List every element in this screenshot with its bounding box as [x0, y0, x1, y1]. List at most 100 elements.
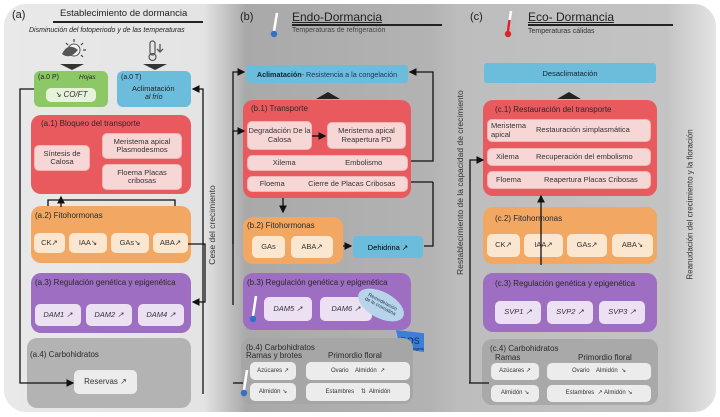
transport-block-title: (a.1) Bloqueo del transporte [41, 119, 141, 128]
cold-acclimation-line1: Aclimatación [132, 84, 175, 93]
section-b-label: (b) [240, 11, 254, 23]
photoperiod-code: (a.0 P) [38, 74, 60, 81]
connector-embolism-freeze [408, 68, 434, 162]
embolism-label: Embolismo [345, 157, 383, 167]
genetic-regulation-title-c: (c.3) Regulación genética y epigenética [495, 279, 636, 288]
carb-cell: Azúcares ↗ [250, 362, 296, 380]
hormone-cell: ABA↗ [291, 236, 333, 258]
carbohydrates-title-a: (a.4) Carbohidratos [30, 350, 99, 359]
embolism-recovery-label: Recuperación del embolismo [536, 151, 633, 161]
section-a-label: (a) [12, 9, 26, 21]
phytohormones-title-b: (b.2) Fitohormonas [247, 221, 315, 230]
carb-cell: Estambres ⇅ Almidón [306, 383, 410, 401]
connector-sugars-xylem [469, 156, 485, 383]
connector-to-acclimation [191, 85, 204, 394]
phloem-row: Floema Cierre de Placas Cribosas [247, 176, 408, 192]
photoperiod-box: (a.0 P) Hojas ↘ CO/FT [34, 71, 108, 107]
section-c-arrow [528, 24, 673, 26]
carbohydrates-title-c: (c.4) Carbohidratos [490, 344, 559, 353]
dehydrin-box: Dehidrina ↗ [353, 236, 423, 258]
connector-to-freeze [232, 68, 246, 305]
hormone-cell: GAs↘ [111, 233, 149, 253]
genetic-regulation-title-b: (b.3) Regulación genética y epigenética [247, 278, 388, 287]
carb-cell: Ovario Almidón ↗ [306, 362, 410, 380]
phloem-label-c: Floema [496, 174, 522, 184]
gene-cell: SVP1 ↗ [495, 301, 541, 324]
carbohydrates-panel-a: (a.4) Carbohidratos Reservas ↗ [27, 338, 191, 408]
carb-cell: Azúcares ↗ [491, 363, 539, 380]
section-c-label: (c) [470, 11, 483, 23]
phytohormones-title-a: (a.2) Fitohormonas [35, 211, 103, 220]
gene-cell: DAM4 ↗ [138, 304, 184, 326]
section-b-arrow [292, 24, 442, 26]
freeze-resistance-label: - Resistencia a la congelación [301, 69, 398, 79]
transport-block-panel: (a.1) Bloqueo del transporte Síntesis de… [31, 115, 191, 194]
transport-restoration-panel: (c.1) Restauración del transporte Merist… [483, 100, 657, 196]
section-b-subtitle: Temperaturas de refrigeración [292, 27, 386, 34]
hormone-cell: ABA↘ [612, 234, 653, 257]
xylem-row-c: Xilema Recuperación del embolismo [487, 148, 651, 166]
thermometer-warm-icon [503, 10, 515, 38]
section-b-title: Endo-Dormancia [292, 10, 383, 24]
transport-title-b: (b.1) Transporte [251, 104, 308, 113]
carb-cell: Almidón ↘ [491, 385, 539, 402]
arrow-down-icon [143, 64, 167, 70]
gene-cell: DAM2 ↗ [86, 304, 132, 326]
hormone-cell: IAA↗ [524, 234, 563, 257]
phloem-label: Floema [259, 178, 285, 188]
section-c-title: Eco- Dormancia [528, 10, 615, 24]
hormone-cell: CK↗ [34, 233, 65, 253]
hormone-cell: GAs [252, 236, 285, 258]
arrow-up-icon [316, 92, 340, 99]
acclimation-freeze-box: Aclimatación - Resistencia a la congelac… [246, 65, 408, 83]
acclimation-label: Aclimatación [256, 69, 302, 79]
connector-photoperiod-reserves [19, 88, 75, 387]
carbohydrates-panel-c: (c.4) Carbohidratos Ramas Primordio flor… [482, 339, 658, 405]
gene-cell: SVP2 ↗ [547, 301, 593, 324]
connector-to-callose-degradation [232, 127, 246, 244]
section-c-subtitle: Temperaturas cálidas [528, 28, 595, 35]
transport-panel-b: (b.1) Transporte Degradación De la Calos… [243, 100, 411, 198]
hormone-cell: GAs↗ [567, 234, 607, 257]
cold-acclimation-box: (a.0 T) Aclimatación al frío [117, 71, 191, 107]
connector-aba-genetic [188, 243, 206, 306]
carb-cell: Estambres ↗ Almidón ↘ [547, 385, 651, 402]
section-a-title: Establecimiento de dormancia [60, 8, 188, 19]
cold-acclimation-code: (a.0 T) [121, 74, 142, 81]
section-a-arrow [53, 21, 203, 23]
co-ft-value: ↘ CO/FT [46, 88, 96, 102]
apical-meristem-reopening-cell: Meristema apical Reapertura PD [327, 122, 406, 149]
branches-heading: Ramas [495, 353, 521, 362]
carb-cell: Ovario Almidón ↘ [547, 363, 651, 380]
hormone-cell: ABA↗ [153, 233, 188, 253]
sun-leaf-icon [58, 38, 88, 62]
callose-synthesis-cell: Síntesis de Calosa [34, 145, 90, 171]
gene-cell: SVP3 ↗ [599, 301, 645, 324]
phloem-cell: Floema Placas cribosas [102, 164, 182, 190]
genetic-regulation-title-a: (a.3) Regulación genética y epigenética [35, 278, 176, 287]
symplastic-restoration-label: Restauración simplasmática [536, 125, 630, 135]
floral-primordium-heading-c: Primordio floral [578, 353, 632, 362]
branches-buds-heading: Ramas y brotes [246, 351, 303, 360]
sieve-plate-reopening-label: Reapertura Placas Cribosas [544, 174, 638, 184]
xylem-row: Xilema Embolismo [247, 155, 408, 171]
arrow-down-icon [60, 64, 84, 70]
genetic-regulation-panel-b: (b.3) Regulación genética y epigenética … [243, 273, 411, 330]
thermometer-cold-icon [146, 40, 166, 62]
arrow-up-icon [557, 92, 581, 99]
reserves-cell: Reservas ↗ [74, 370, 137, 394]
xylem-label-c: Xilema [496, 151, 519, 161]
phytohormones-panel-a: (a.2) Fitohormonas CK↗ IAA↘ GAs↘ ABA↗ [31, 206, 191, 263]
phloem-row-c: Floema Reapertura Placas Cribosas [487, 171, 651, 189]
cold-acclimation-line2: al frío [145, 94, 163, 101]
carbohydrates-title-b: (b.4) Carbohidratos [246, 343, 315, 352]
phytohormones-title-c: (c.2) Fitohormonas [495, 214, 563, 223]
thermometer-cold-icon [249, 295, 259, 323]
meristem-row: Meristema apical Restauración simplasmát… [487, 119, 651, 142]
deacclimation-box: Desaclimatación [484, 63, 656, 83]
genetic-regulation-panel-c: (c.3) Regulación genética y epigenética … [483, 273, 657, 332]
thermometer-cold-icon [240, 369, 250, 397]
genetic-regulation-panel-a: (a.3) Regulación genética y epigenética … [31, 273, 191, 333]
